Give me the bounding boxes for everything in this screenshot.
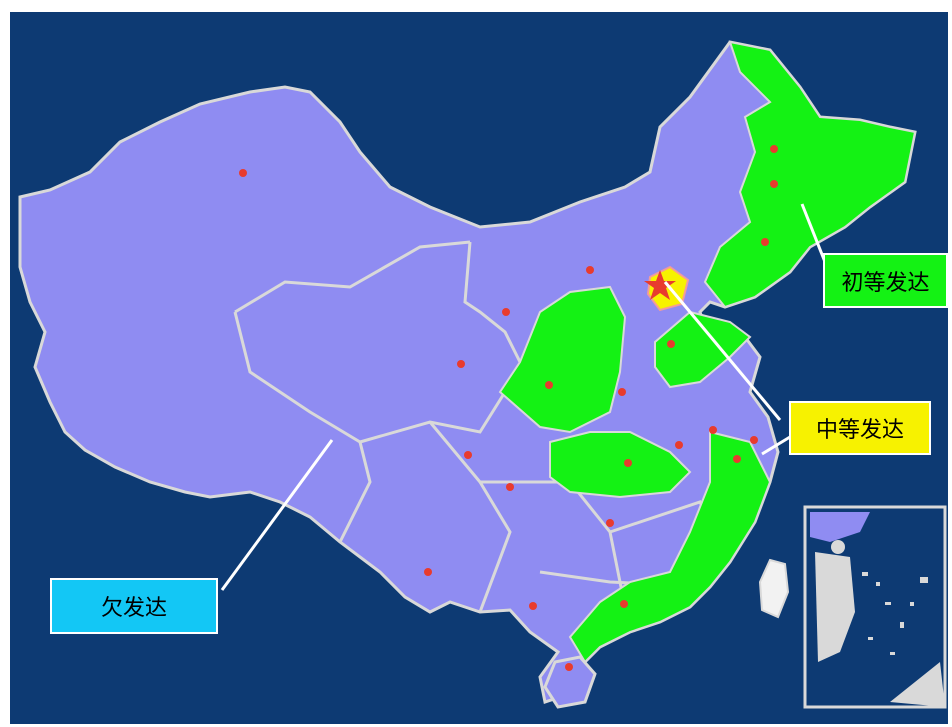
city-dot-icon [239,169,247,177]
city-dot-icon [606,519,614,527]
initially-developed-regions [498,40,917,664]
capital-star-icon [644,270,676,300]
taiwan-island [758,558,790,619]
south-china-sea-inset [803,505,947,709]
city-dot-icon [424,568,432,576]
city-dot-icon [502,308,510,316]
underdeveloped-label: 欠发达 [50,578,218,634]
city-dot-icon [667,340,675,348]
city-markers [239,145,778,671]
city-dot-icon [624,459,632,467]
southeast-coast-region [568,430,772,664]
city-dot-icon [733,455,741,463]
city-dot-icon [464,451,472,459]
city-dot-icon [529,602,537,610]
moderately-developed-label: 中等发达 [789,401,931,455]
city-dot-icon [750,436,758,444]
shandong-region [654,310,752,389]
central-region [549,431,692,499]
city-dot-icon [586,266,594,274]
province-borders [233,240,732,633]
map-canvas [18,40,947,709]
city-dot-icon [761,238,769,246]
city-dot-icon [709,426,717,434]
city-dot-icon [506,483,514,491]
city-dot-icon [620,600,628,608]
city-dot-icon [770,180,778,188]
initially-developed-label: 初等发达 [823,253,948,308]
northeast-region [703,40,917,309]
city-dot-icon [770,145,778,153]
city-dot-icon [565,663,573,671]
city-dot-icon [545,381,553,389]
central-north-region [498,285,627,434]
city-dot-icon [618,388,626,396]
city-dot-icon [675,441,683,449]
pointer-lines [220,203,827,591]
hainan-island [543,655,597,709]
city-dot-icon [457,360,465,368]
